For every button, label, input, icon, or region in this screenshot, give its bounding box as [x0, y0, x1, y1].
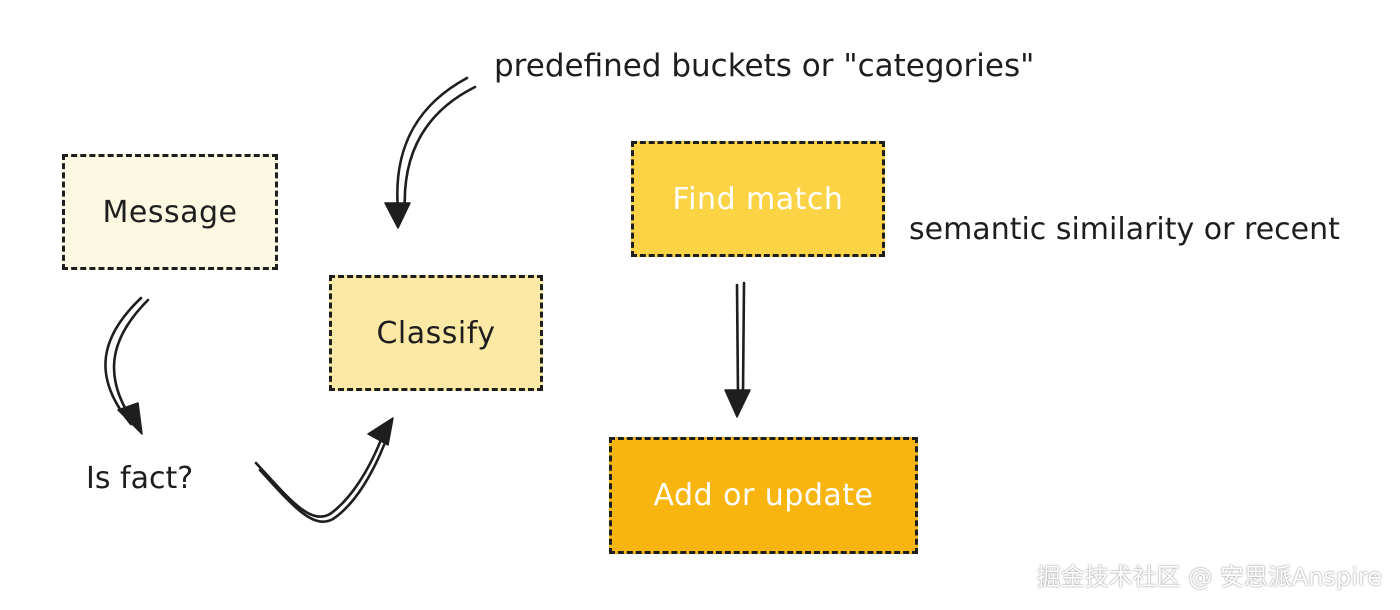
arrow-isfact-to-classify: [254, 417, 394, 523]
node-add-or-update: Add or update: [609, 437, 918, 554]
node-classify-label: Classify: [376, 315, 496, 351]
arrow-find-to-add: [724, 281, 751, 418]
node-add-or-update-label: Add or update: [653, 478, 874, 513]
watermark: 掘金技术社区 @ 安思派Anspire: [1036, 563, 1382, 591]
label-predefined-buckets: predefined buckets or "categories": [494, 48, 1035, 84]
node-message: Message: [62, 154, 278, 270]
label-is-fact: Is fact?: [86, 461, 194, 496]
label-semantic-similarity: semantic similarity or recent: [909, 212, 1340, 247]
arrow-buckets-to-classify: [384, 76, 477, 229]
node-find-match: Find match: [631, 141, 885, 257]
arrow-message-to-isfact: [104, 296, 150, 435]
node-classify: Classify: [329, 275, 543, 391]
node-find-match-label: Find match: [672, 181, 844, 217]
node-message-label: Message: [102, 194, 238, 230]
